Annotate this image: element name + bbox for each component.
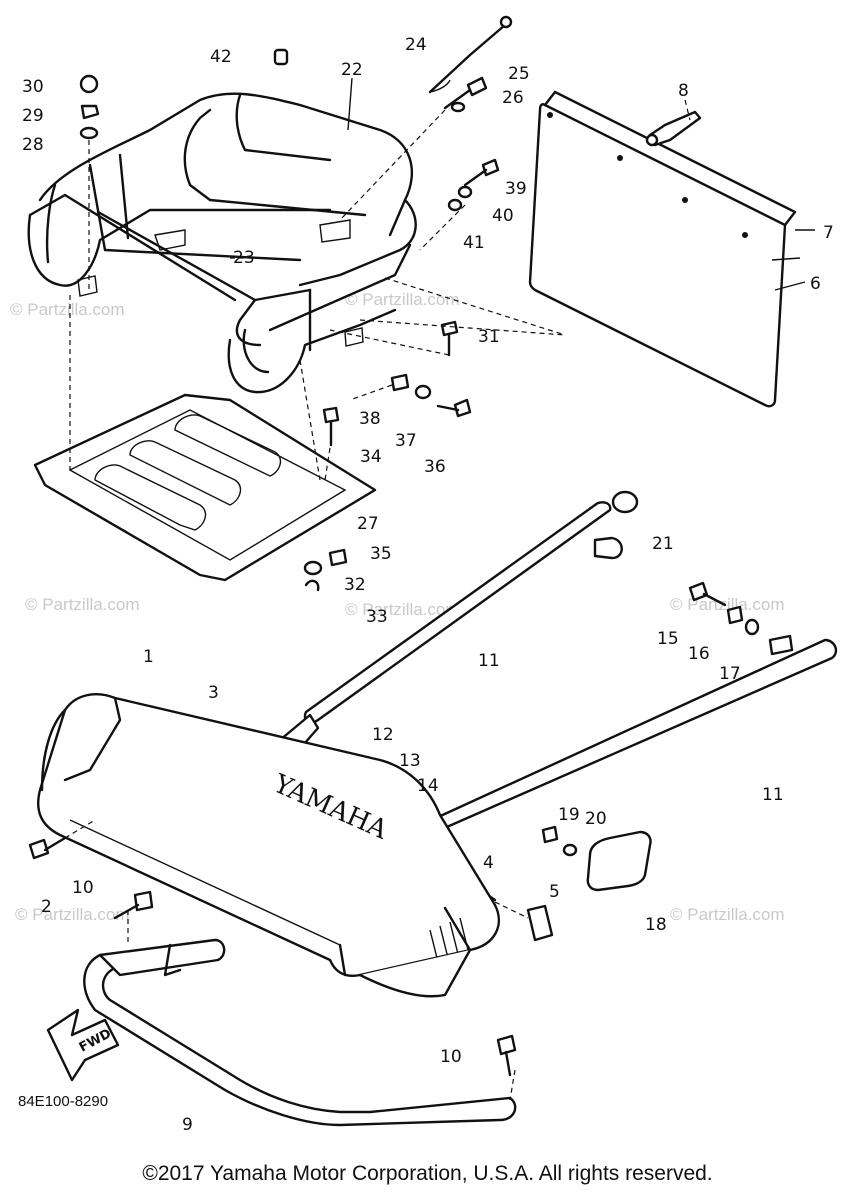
bolt-hole-icon [742, 232, 748, 238]
callout-p10a: 10 [72, 878, 94, 898]
callout-p31: 31 [478, 327, 500, 347]
harness-wire [428, 15, 513, 94]
callout-p23: 23 [233, 248, 255, 268]
callout-p24: 24 [405, 35, 427, 55]
callout-p17: 17 [719, 664, 741, 684]
bolt-hole-icon [617, 155, 623, 161]
callout-p15: 15 [657, 629, 679, 649]
callout-p2: 2 [41, 897, 52, 917]
callout-p7: 7 [823, 223, 834, 243]
fwd-arrow-icon: FWD [46, 1008, 120, 1082]
watermark-text: © Partzilla.com [345, 600, 460, 619]
leader-lines [64, 77, 815, 1101]
watermark-text: © Partzilla.com [670, 595, 785, 614]
callout-p26: 26 [502, 88, 524, 108]
skid-plate [33, 393, 377, 582]
callout-p36: 36 [424, 457, 446, 477]
callout-p6: 6 [810, 274, 821, 294]
callout-p10b: 10 [440, 1047, 462, 1067]
callout-p28: 28 [22, 135, 44, 155]
watermark-text: © Partzilla.com [15, 905, 130, 924]
copyright-notice: ©2017 Yamaha Motor Corporation, U.S.A. A… [142, 1162, 713, 1185]
callout-p25: 25 [508, 64, 530, 84]
rear-carrier [27, 92, 417, 394]
callout-p22: 22 [341, 60, 363, 80]
callout-p19: 19 [558, 805, 580, 825]
callout-p16: 16 [688, 644, 710, 664]
callout-p20: 20 [585, 809, 607, 829]
callout-p8: 8 [678, 81, 689, 101]
diagram-code: 84E100-8290 [18, 1093, 109, 1110]
callout-p4: 4 [483, 853, 494, 873]
watermark-text: © Partzilla.com [345, 290, 460, 309]
callout-p3: 3 [208, 683, 219, 703]
bolt-hole-icon [547, 112, 553, 118]
callout-p11b: 11 [762, 785, 784, 805]
callout-p11a: 11 [478, 651, 500, 671]
callout-p35: 35 [370, 544, 392, 564]
callout-p32: 32 [344, 575, 366, 595]
rear-bumper: YAMAHA [37, 693, 500, 998]
lower-bumper-bar [83, 938, 517, 1127]
callout-p37: 37 [395, 431, 417, 451]
callout-labels: 1 2 3 4 5 6 7 8 9 10 10 11 11 12 13 14 1… [22, 35, 834, 1135]
callout-p14: 14 [417, 776, 439, 796]
watermark-text: © Partzilla.com [10, 300, 125, 319]
callout-p1: 1 [143, 647, 154, 667]
callout-p33: 33 [366, 607, 388, 627]
callout-p41: 41 [463, 233, 485, 253]
callout-p9: 9 [182, 1115, 193, 1135]
callout-p13: 13 [399, 751, 421, 771]
license-lamp [645, 110, 702, 147]
watermark-text: © Partzilla.com [670, 905, 785, 924]
callout-p39: 39 [505, 179, 527, 199]
callout-p27: 27 [357, 514, 379, 534]
watermark-text: © Partzilla.com [25, 595, 140, 614]
callout-p5: 5 [549, 882, 560, 902]
bolt-hole-icon [682, 197, 688, 203]
top-hardware [79, 48, 500, 592]
callout-p42: 42 [210, 47, 232, 67]
callout-p29: 29 [22, 106, 44, 126]
callout-p40: 40 [492, 206, 514, 226]
license-plate [528, 90, 797, 408]
callout-p18: 18 [645, 915, 667, 935]
callout-p21: 21 [652, 534, 674, 554]
callout-p38: 38 [359, 409, 381, 429]
callout-p30: 30 [22, 77, 44, 97]
callout-p12: 12 [372, 725, 394, 745]
callout-p34: 34 [360, 447, 382, 467]
